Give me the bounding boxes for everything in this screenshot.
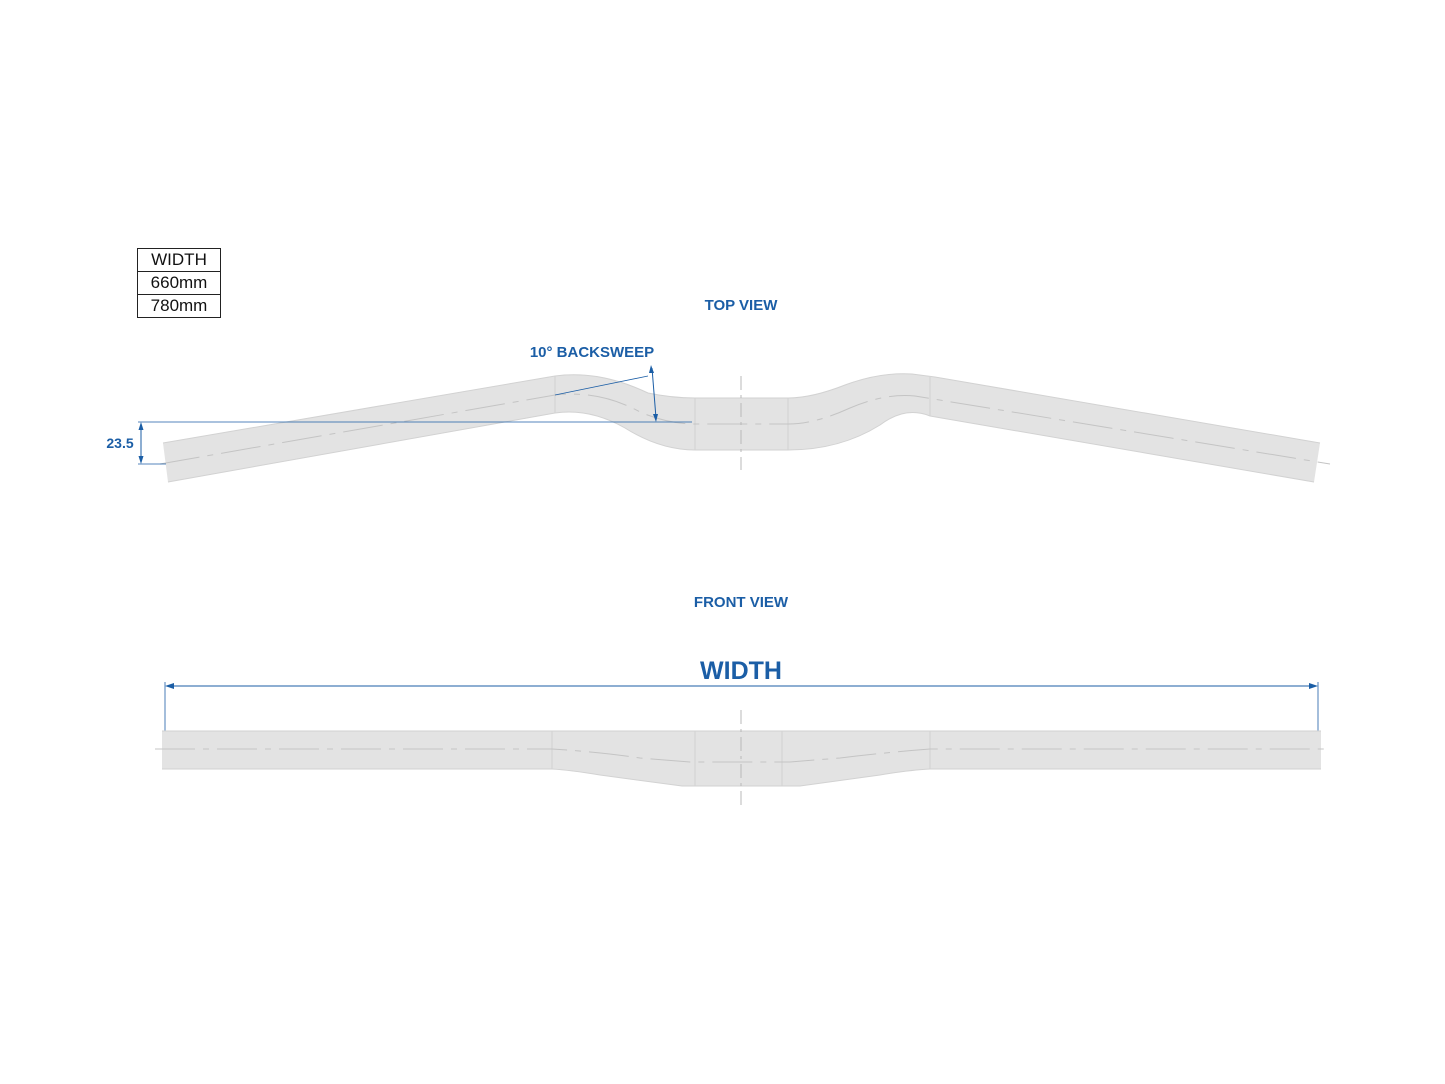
table-row: 780mm xyxy=(137,294,221,318)
rise-dimension: 23.5 xyxy=(106,421,692,465)
table-header-row: WIDTH xyxy=(137,248,221,272)
rise-arrow-down xyxy=(138,456,144,464)
rise-value-label: 23.5 xyxy=(106,435,133,451)
table-row: 660mm xyxy=(137,271,221,295)
width-table: WIDTH 660mm 780mm xyxy=(137,248,221,318)
width-arrow-right xyxy=(1309,683,1318,689)
width-arrow-left xyxy=(165,683,174,689)
backsweep-arrow xyxy=(649,365,654,373)
front-view-centerline xyxy=(155,748,1330,763)
backsweep-arc-line xyxy=(651,367,657,419)
backsweep-reference-line xyxy=(554,375,649,396)
rise-arrow-up xyxy=(138,422,144,430)
table-cell: 780mm xyxy=(137,294,221,318)
backsweep-label: 10° BACKSWEEP xyxy=(530,344,654,361)
top-view-handlebar xyxy=(159,373,1331,483)
front-view-label: FRONT VIEW xyxy=(694,594,789,611)
width-dimension-label: WIDTH xyxy=(700,657,782,685)
backsweep-dimension: 10° BACKSWEEP xyxy=(530,344,658,422)
table-cell: 660mm xyxy=(137,271,221,295)
top-view-bar-body xyxy=(163,373,1320,482)
top-view-label: TOP VIEW xyxy=(705,297,779,314)
front-view-handlebar xyxy=(155,710,1330,805)
table-header-cell: WIDTH xyxy=(137,248,221,272)
backsweep-arrow xyxy=(653,414,658,422)
